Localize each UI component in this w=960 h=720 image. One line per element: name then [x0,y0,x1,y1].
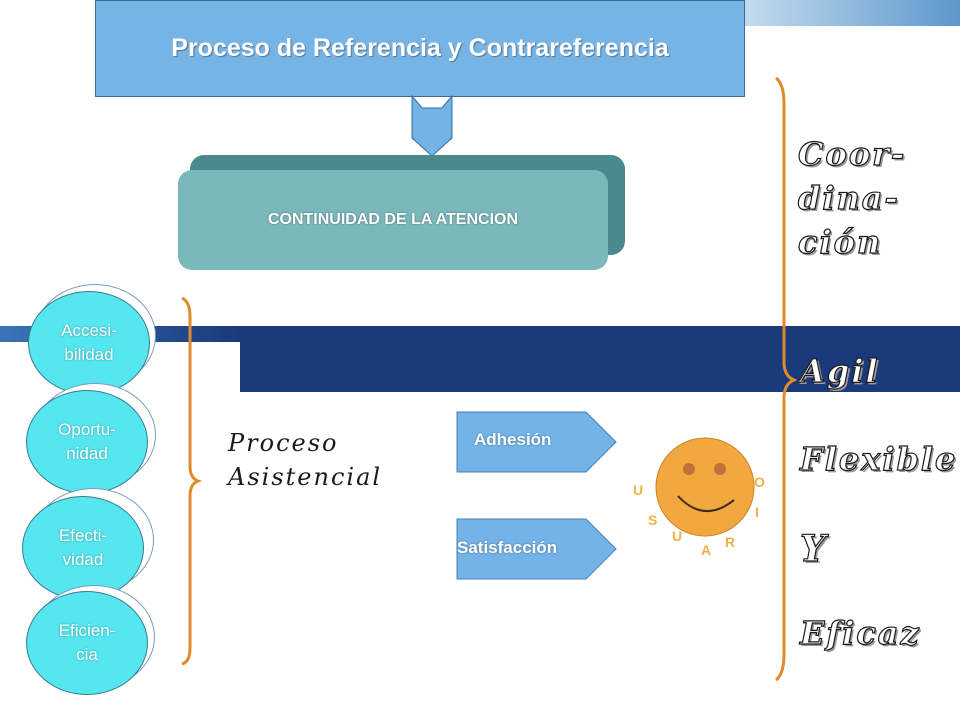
coordinacion-line: Coor- [797,134,907,173]
down-arrow-icon [411,94,453,157]
ellipse-label: Eficien- [58,621,116,640]
ellipse-label: Efecti- [58,526,108,545]
usuario-letter: I [755,504,759,520]
proceso-line2: Asistencial [228,463,383,491]
ellipse-accesibilidad: Accesi-bilidad [28,291,150,395]
left-bracket-icon [181,296,202,666]
ellipse-oportunidad: Oportu-nidad [26,390,148,494]
right-bracket-icon [775,76,799,682]
proceso-asistencial: Proceso Asistencial [228,426,382,494]
agil-text: Agil [799,351,880,390]
usuario-letter: U [672,528,683,544]
smiley-face-icon [655,437,755,537]
continuity-text: CONTINUIDAD DE LA ATENCION [267,211,519,228]
ellipse-label: nidad [66,444,108,463]
ellipse-label: bilidad [64,345,114,364]
ellipse-label: cia [76,645,98,664]
coordinacion-line: dina- [797,178,900,217]
adhesion-label: Adhesión [474,430,552,449]
satisfaccion-label: Satisfacción [457,538,558,557]
adhesion-arrow-icon [456,411,617,473]
usuario-letter: O [754,474,765,490]
y-text: Y [799,527,828,570]
navy-band [240,326,960,392]
continuity-box: CONTINUIDAD DE LA ATENCION [178,170,608,270]
ellipse-label: vidad [62,550,104,569]
usuario-letter: R [725,534,736,550]
coordinacion-text: Coor- dina- ción [797,132,907,264]
usuario-letter: S [648,512,658,528]
usuario-letter: U [633,482,644,498]
title-box: Proceso de Referencia y Contrareferencia [95,0,745,97]
ellipse-efectividad: Efecti-vidad [22,496,144,600]
eficaz-text: Eficaz [799,613,921,652]
satisfaccion-arrow-icon [456,518,617,580]
proceso-line1: Proceso [228,429,339,457]
ellipse-label: Accesi- [61,321,117,340]
ellipse-label: Oportu- [58,420,116,439]
title-text: Proceso de Referencia y Contrareferencia [171,34,669,62]
ellipse-eficiencia: Eficien-cia [26,591,148,695]
coordinacion-line: ción [797,222,883,261]
flexible-text: Flexible [799,439,958,478]
usuario-letter: A [701,542,712,558]
